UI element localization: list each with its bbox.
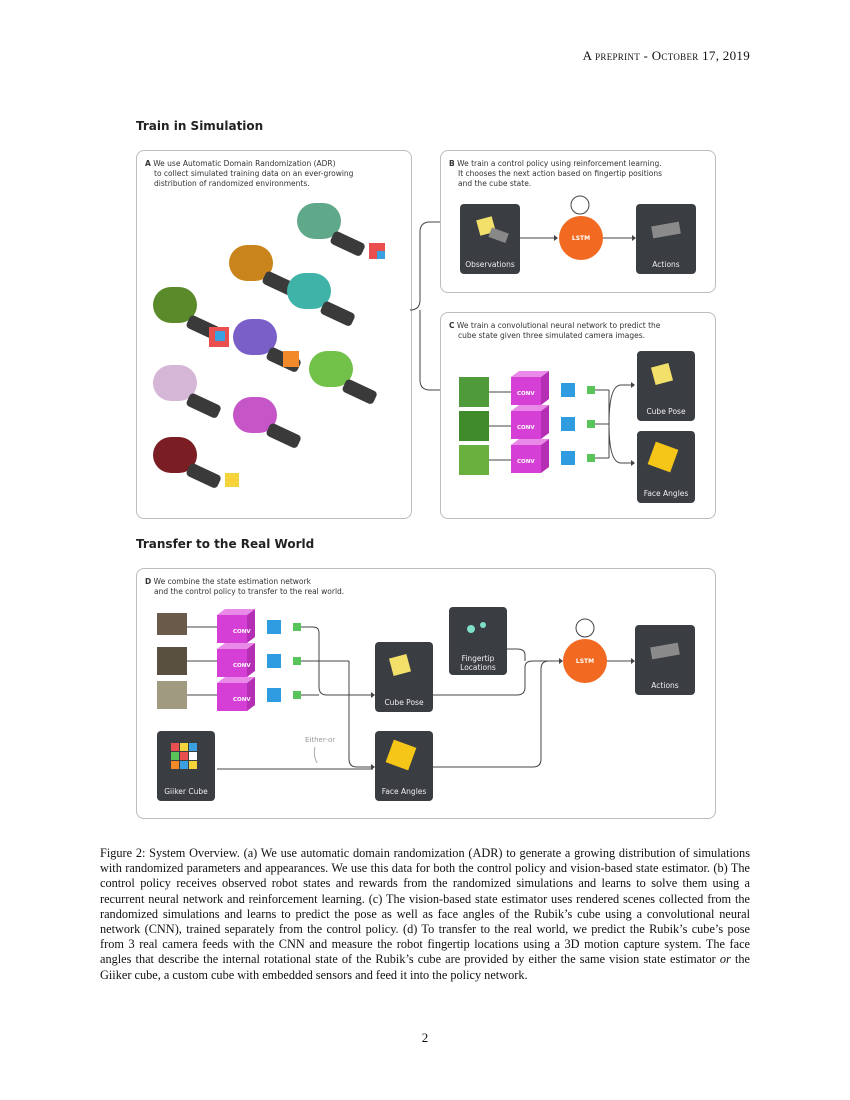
sim-camera-image-3 xyxy=(459,445,489,475)
svg-text:CONV: CONV xyxy=(233,697,251,703)
sim-camera-image-1 xyxy=(459,377,489,407)
cube-icon xyxy=(650,362,674,386)
hand-icon xyxy=(650,642,680,660)
panel-a-text: A We use Automatic Domain Randomization … xyxy=(145,159,354,188)
feature-green-2 xyxy=(587,420,595,428)
robot-arm-1 xyxy=(297,203,385,259)
feature-blue-2 xyxy=(561,417,575,431)
section-title-train: Train in Simulation xyxy=(136,119,264,133)
fingertip-icon xyxy=(467,622,486,633)
panel-letter: A xyxy=(145,159,151,168)
panel-b: B We train a control policy using reinfo… xyxy=(440,150,716,293)
face-angles-card: Face Angles xyxy=(637,431,695,503)
panel-c: C We train a convolutional neural networ… xyxy=(440,312,716,519)
page-number: 2 xyxy=(421,1030,429,1045)
robot-arm-3 xyxy=(287,273,355,326)
lstm-node-d: LSTM xyxy=(563,639,607,683)
robot-arm-8 xyxy=(233,397,301,448)
either-or-arrow xyxy=(313,746,318,764)
svg-text:CONV: CONV xyxy=(233,629,251,635)
cube-icon xyxy=(388,653,412,677)
svg-text:CONV: CONV xyxy=(517,391,535,397)
real-camera-image-1 xyxy=(157,613,187,635)
face-angles-card-d: Face Angles xyxy=(375,731,433,801)
rotating-cube-icon xyxy=(647,441,679,473)
svg-text:CONV: CONV xyxy=(517,459,535,465)
actions-card-d: Actions xyxy=(635,625,695,695)
cnn-diagram: CONV CONV CONV xyxy=(459,371,635,475)
svg-text:CONV: CONV xyxy=(517,425,535,431)
adr-robot-illustration xyxy=(153,203,385,488)
robot-arm-5 xyxy=(233,319,301,372)
robot-arm-4 xyxy=(153,287,229,347)
figure-caption: Figure 2: System Overview. (a) We use au… xyxy=(100,846,750,982)
lstm-node: LSTM xyxy=(559,216,603,260)
hand-icon xyxy=(651,221,681,239)
svg-text:CONV: CONV xyxy=(233,663,251,669)
panel-c-text: C We train a convolutional neural networ… xyxy=(449,321,661,340)
transfer-diagram: CONV CONV CONV xyxy=(157,609,635,770)
robot-arm-6 xyxy=(309,351,377,404)
policy-arrows xyxy=(520,195,636,241)
section-title-transfer: Transfer to the Real World xyxy=(136,537,315,551)
running-header: A preprint - October 17, 2019 xyxy=(582,48,750,63)
conv-block-d2: CONV xyxy=(217,643,255,677)
feature-green-3 xyxy=(587,454,595,462)
panel-a: A We use Automatic Domain Randomization … xyxy=(136,150,412,519)
real-camera-image-2 xyxy=(157,647,187,675)
real-camera-image-3 xyxy=(157,681,187,709)
conv-block-1: CONV xyxy=(511,371,549,405)
feature-blue-3 xyxy=(561,451,575,465)
connector-a-to-bc xyxy=(409,219,444,393)
panel-d-text: D We combine the state estimation networ… xyxy=(145,577,345,596)
cube-pose-card-d: Cube Pose xyxy=(375,642,433,712)
robot-arm-7 xyxy=(153,365,221,418)
panel-d: D We combine the state estimation networ… xyxy=(136,568,716,819)
conv-block-2: CONV xyxy=(511,405,549,439)
feature-green-1 xyxy=(587,386,595,394)
conv-block-d1: CONV xyxy=(217,609,255,643)
panel-b-text: B We train a control policy using reinfo… xyxy=(449,159,663,188)
robot-arm-9 xyxy=(153,437,239,488)
observations-card: Observations xyxy=(460,204,520,274)
actions-card: Actions xyxy=(636,204,696,274)
feature-blue-1 xyxy=(561,383,575,397)
giiker-cube-card: Giiker Cube xyxy=(157,731,215,801)
cube-pose-card: Cube Pose xyxy=(637,351,695,421)
conv-block-3: CONV xyxy=(511,439,549,473)
either-or-label: Either-or xyxy=(305,736,336,744)
sim-camera-image-2 xyxy=(459,411,489,441)
cube-hand-icon xyxy=(476,216,509,244)
giiker-cube-icon xyxy=(171,743,197,769)
rotating-cube-icon xyxy=(385,739,417,771)
conv-block-d3: CONV xyxy=(217,677,255,711)
